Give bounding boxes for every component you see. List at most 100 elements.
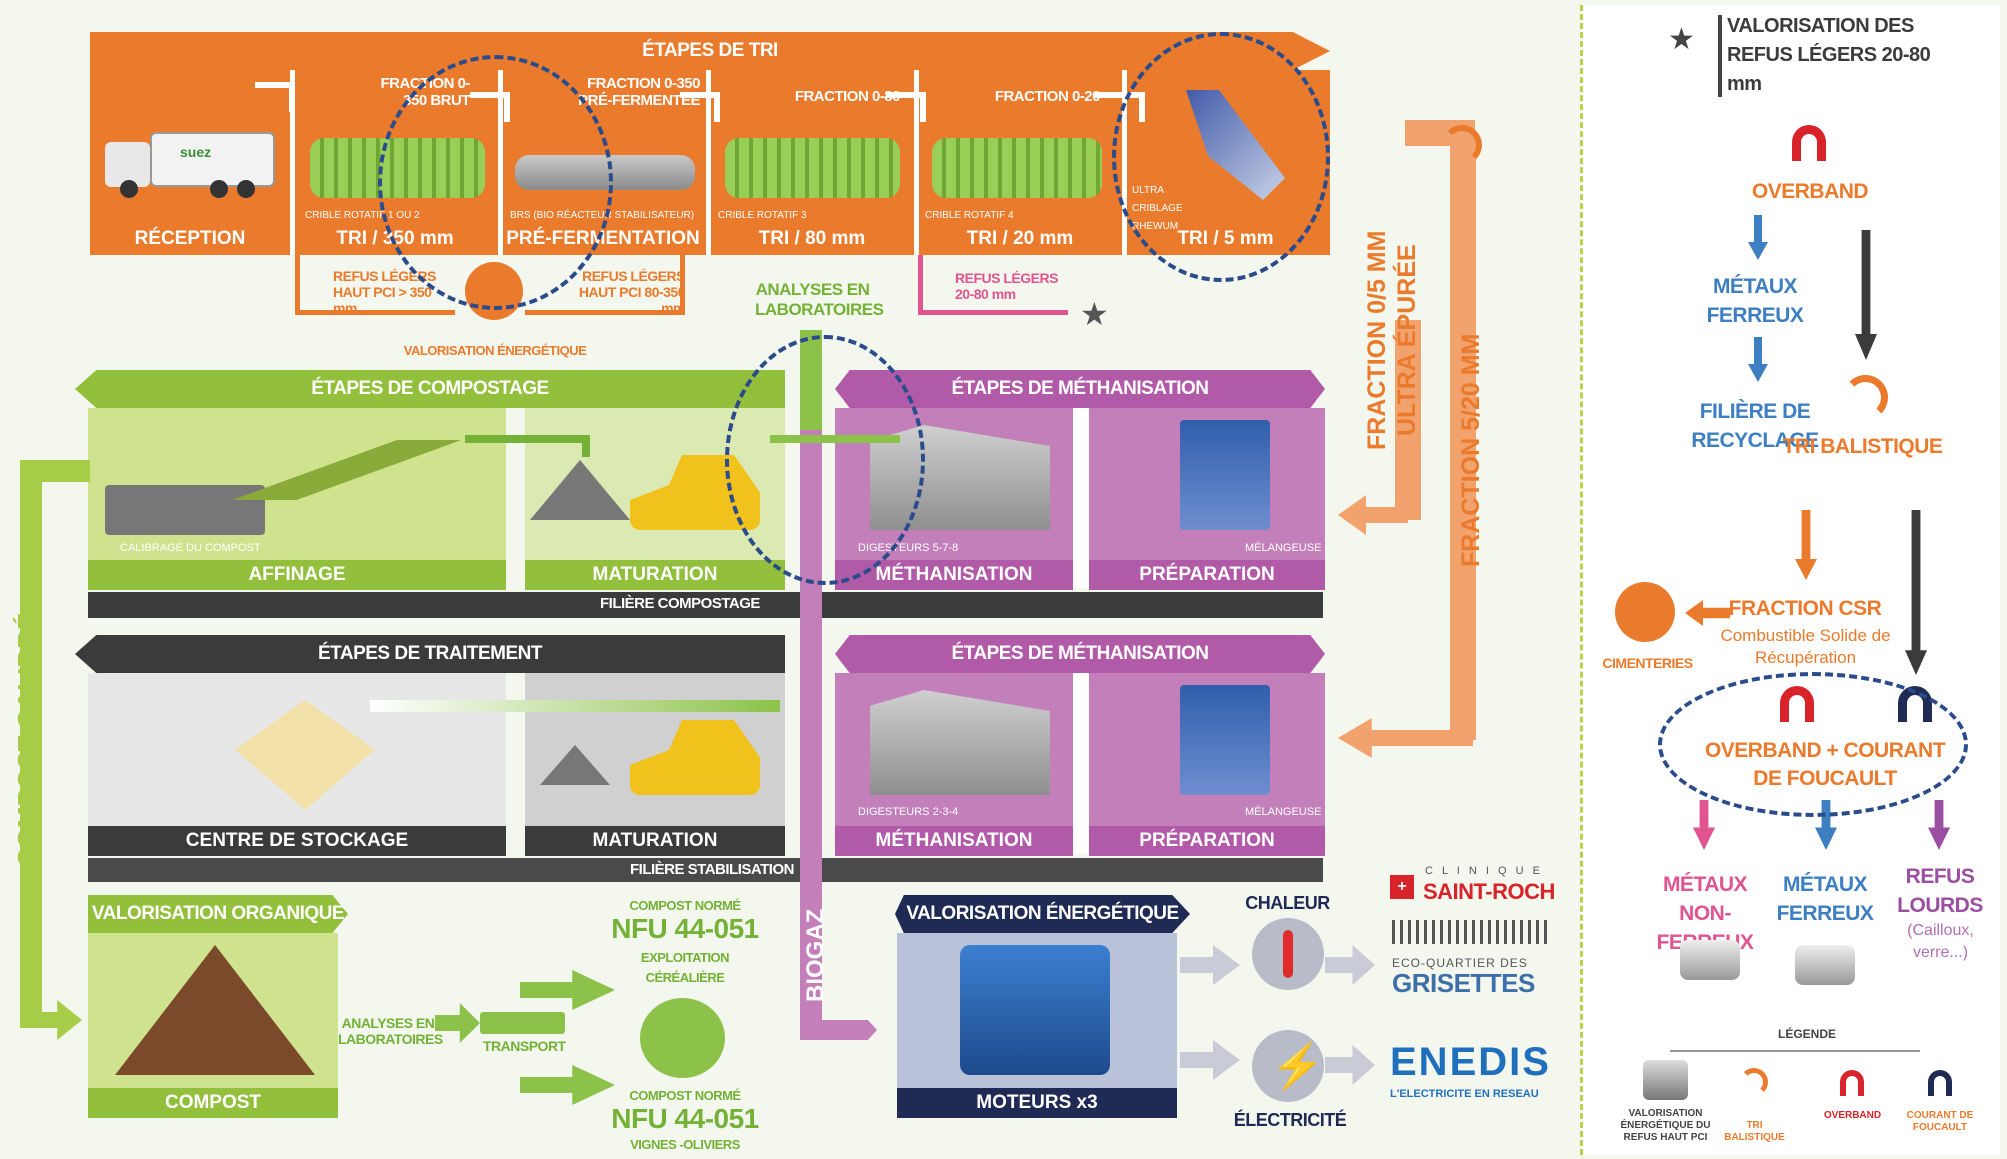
legend-foucault-icon [1928, 1070, 1952, 1096]
preparation2-label: PRÉPARATION [1089, 826, 1325, 856]
flow-arrow [1325, 945, 1375, 985]
tri-balistique-icon [1442, 125, 1482, 165]
can-icon [1680, 940, 1740, 980]
legend-valo: VALORISATION ÉNERGÉTIQUE DU REFUS HAUT P… [1620, 1108, 1711, 1143]
transport-label: TRANSPORT [483, 1038, 566, 1054]
fraction-pipe [1450, 140, 1476, 740]
melangeuse-label: MÉLANGEUSE [1245, 806, 1322, 818]
fraction-label: FRACTION 0-20 [994, 88, 1101, 105]
flow-arrow [370, 700, 780, 712]
enedis-name: ENEDIS [1390, 1040, 1551, 1084]
label: PRÉPARATION [1139, 564, 1275, 585]
highlight-ellipse [1658, 672, 1968, 817]
truck-illustration: suez [105, 132, 275, 198]
ferreux-label: MÉTAUX FERREUX [1776, 873, 1874, 925]
label: COMPOST [164, 1092, 262, 1113]
flow-arrow [1180, 945, 1240, 985]
divider [1073, 408, 1089, 588]
legend-valo-icon [1643, 1060, 1688, 1100]
metaux-ferreux-1: MÉTAUX FERREUX [1706, 275, 1804, 327]
electricite-icon [1252, 1030, 1324, 1102]
divider [914, 70, 919, 255]
divider [1670, 1050, 1920, 1052]
legend-tri: TRI BALISTIQUE [1724, 1120, 1785, 1143]
highlight-ellipse [1112, 32, 1330, 282]
legend-overband-icon [1840, 1070, 1864, 1096]
stockage-label: CENTRE DE STOCKAGE [88, 826, 506, 856]
fraction-label: FRACTION 0-80 [794, 88, 901, 105]
filiere-stabilisation-bar [88, 858, 1323, 882]
filiere-compostage-bar [88, 592, 1323, 618]
compost-banner-title: ÉTAPES DE COMPOSTAGE [311, 378, 549, 399]
metha2-banner: ÉTAPES DE MÉTHANISATION [835, 635, 1325, 673]
red-cross-icon: + [1390, 875, 1414, 899]
tri-balistique-icon [1843, 375, 1888, 420]
flow-arrow [520, 1065, 615, 1105]
label: AFFINAGE [248, 564, 346, 585]
eco-title: ECO-QUARTIER DES [1392, 956, 1528, 970]
crible-rotatif-4 [932, 138, 1102, 198]
machine-label: CRIBLE ROTATIF 4 [925, 210, 1014, 221]
compost-check-icon [640, 998, 725, 1078]
star-icon: ★ [1080, 296, 1109, 332]
step-tri80: TRI / 80 mm [712, 225, 912, 253]
filiere-stabilisation-label: FILIÈRE STABILISATION [630, 861, 794, 878]
biogaz-label: BIOGAZ [802, 908, 829, 1002]
flow-arrow [255, 82, 295, 112]
divider [290, 70, 295, 255]
affinage-label: AFFINAGE [88, 560, 506, 590]
moteur-illustration [960, 945, 1110, 1075]
analyses-orga-label: ANALYSES EN LABORATOIRES [338, 1015, 443, 1047]
tri-balistique-label: TRI BALISTIQUE [1782, 435, 1943, 458]
label: MÉTHANISATION [875, 564, 1033, 585]
norm2: NFU 44-051 [611, 1103, 759, 1134]
step-label: TRI / 20 mm [966, 228, 1074, 249]
refus-350: REFUS LÉGERS HAUT PCI > 350 mm [333, 268, 436, 316]
energie-banner-title: VALORISATION ÉNERGÉTIQUE [906, 903, 1179, 924]
step-reception: RÉCEPTION [95, 225, 285, 253]
can-icon [1795, 945, 1855, 985]
traitement-banner-title: ÉTAPES DE TRAITEMENT [318, 643, 543, 664]
compost-label: COMPOST [88, 1088, 338, 1118]
refus-20-80: REFUS LÉGERS 20-80 mm [955, 270, 1058, 302]
enedis-logo: ENEDIS L'ELECTRICITE EN RESEAU [1390, 1040, 1565, 1100]
filiere-recyclage: FILIÈRE DE RECYCLAGE [1691, 400, 1819, 452]
divider [1073, 673, 1089, 853]
moteurs-label: MOTEURS x3 [897, 1088, 1177, 1118]
label: MOTEURS x3 [976, 1092, 1098, 1113]
csr-label: FRACTION CSR [1728, 597, 1882, 620]
maturation2-label: MATURATION [525, 826, 785, 856]
norm1: NFU 44-051 [611, 913, 759, 944]
overband-icon [1792, 125, 1826, 161]
legend-foucault: COURANT DE FOUCAULT [1906, 1110, 1974, 1133]
flow-arrow [520, 970, 615, 1010]
step-label: RÉCEPTION [134, 228, 246, 249]
lightning-icon: ⚡ [1270, 1042, 1325, 1091]
machine-label: CRIBLE ROTATIF 1 OU 2 [305, 210, 420, 221]
refus-arrow [525, 255, 685, 315]
preparation-label: PRÉPARATION [1089, 560, 1325, 590]
electricite-label: ÉLECTRICITÉ [1233, 1110, 1347, 1130]
lourds-sub: (Cailloux, verre...) [1907, 922, 1974, 961]
analyses-label: ANALYSES EN LABORATOIRES [755, 280, 884, 319]
lourds-label: REFUS LOURDS [1897, 865, 1983, 917]
right-panel [1580, 5, 2000, 1155]
metha1-banner: ÉTAPES DE MÉTHANISATION [835, 370, 1325, 408]
label: CENTRE DE STOCKAGE [185, 830, 409, 851]
calibrage-label: CALIBRAGE DU COMPOST [120, 542, 261, 554]
step-label: TRI / 80 mm [758, 228, 866, 249]
chaleur-label: CHALEUR [1245, 893, 1330, 913]
crible-rotatif-3 [725, 138, 900, 198]
grisettes-logo: ECO-QUARTIER DES GRISETTES [1392, 920, 1567, 998]
label: PRÉPARATION [1139, 830, 1275, 851]
clinique-logo: + C L I N I Q U E SAINT-ROCH [1390, 865, 1565, 905]
norm1-sub: EXPLOITATION CÉRÉALIÈRE [640, 950, 730, 985]
refus-arrow [295, 255, 455, 315]
label: MATURATION [592, 830, 718, 851]
clinique-title: C L I N I Q U E [1425, 865, 1543, 877]
methanisation2-label: MÉTHANISATION [835, 826, 1073, 856]
digesteurs-label: DIGESTEURS 2-3-4 [858, 806, 959, 818]
highlight-ellipse [378, 55, 613, 310]
machine-label: CRIBLE ROTATIF 3 [718, 210, 807, 221]
energie-banner: VALORISATION ÉNERGÉTIQUE [895, 895, 1190, 933]
